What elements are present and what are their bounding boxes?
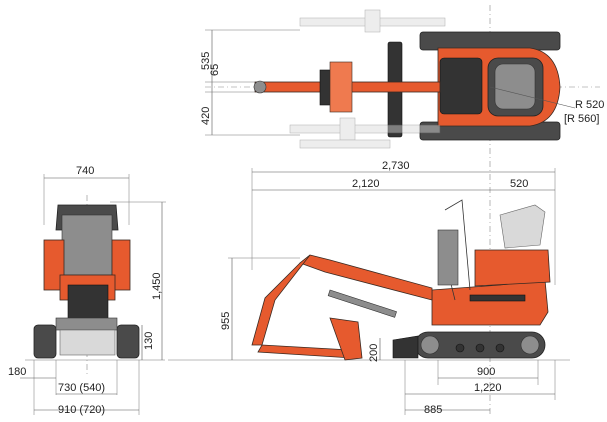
front-view: 740 1,450 130 180 730 (540) 910 (720)	[8, 165, 166, 416]
dim-track-total: 1,220	[474, 382, 502, 394]
dim-rear-length: 520	[510, 178, 528, 190]
dim-top-65: 65	[209, 64, 221, 76]
dim-blade-distance: 885	[424, 404, 442, 416]
dim-blade-height: 200	[368, 344, 380, 362]
side-view: 2,730 2,120 520 955	[168, 160, 570, 416]
dim-front-height: 1,450	[151, 272, 163, 300]
dim-top-535: 535	[200, 52, 212, 70]
dim-front-length: 2,120	[352, 178, 380, 190]
dim-front-track-width: 730 (540)	[58, 382, 105, 394]
dim-front-total-width: 910 (720)	[58, 404, 105, 416]
dim-ground-clearance: 130	[143, 332, 155, 350]
dim-overall-length: 2,730	[382, 160, 410, 172]
dim-top-420: 420	[200, 107, 212, 125]
dim-front-width: 740	[76, 165, 94, 177]
dim-blade-offset: 180	[8, 366, 26, 378]
dim-tail-radius: R 520	[575, 99, 604, 111]
dim-track-length: 900	[477, 366, 495, 378]
dim-dump-height: 955	[220, 312, 232, 330]
top-view: 535 65 420 R 520 [R 560]	[200, 5, 604, 415]
dim-tail-radius-alt: [R 560]	[564, 113, 599, 125]
